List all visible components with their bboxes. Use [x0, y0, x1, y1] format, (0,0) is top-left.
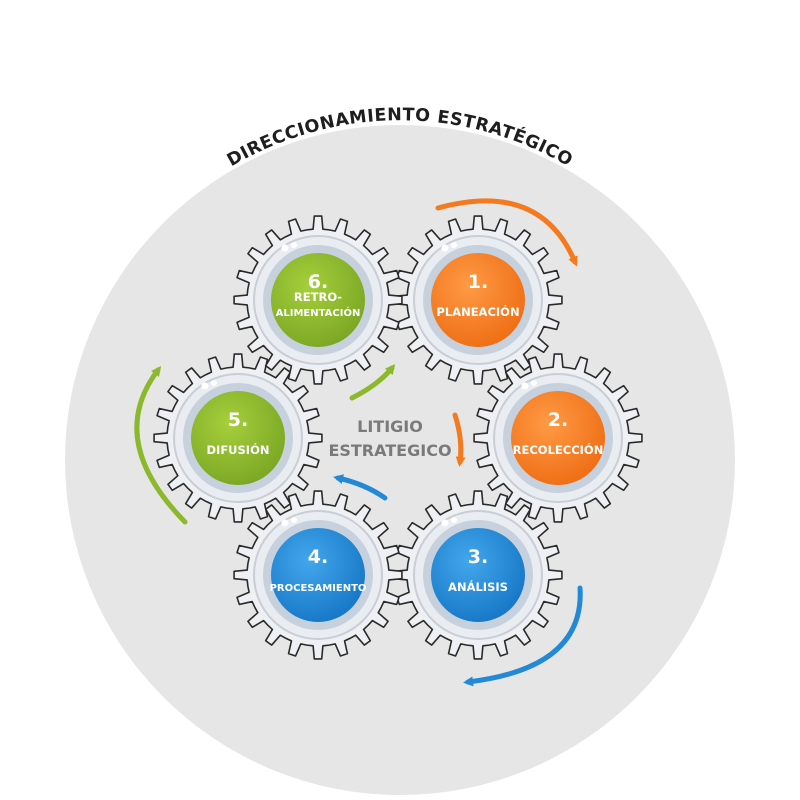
background-circle	[65, 125, 735, 795]
center-label-line1: LITIGIO	[357, 417, 423, 436]
step-disc-orange	[511, 391, 605, 485]
step-disc-green	[271, 253, 365, 347]
gear-shine-dot	[441, 244, 449, 252]
arrow-blue-middle	[333, 474, 388, 501]
step-number: 1.	[468, 271, 488, 293]
gear-shine-dot	[451, 242, 457, 248]
gear-shine-dot	[281, 244, 289, 252]
gear-step-2: 2. RECOLECCIÓN	[473, 353, 643, 523]
arrow-orange-middle	[452, 412, 466, 467]
step-label: DIFUSIÓN	[207, 442, 270, 457]
step-disc-blue	[431, 528, 525, 622]
gear-shine-dot	[451, 517, 457, 523]
step-number: 2.	[548, 409, 568, 431]
gear-shine-dot	[441, 519, 449, 527]
step-label: RETRO-	[294, 290, 342, 304]
step-number: 3.	[468, 546, 488, 568]
step-label: PLANEACIÓN	[436, 304, 519, 319]
gear-step-4: 4. PROCESAMIENTO	[233, 490, 403, 660]
gear-step-6: 6.RETRO- ALIMENTACIÓN	[233, 215, 403, 385]
gear-step-3: 3. ANÁLISIS	[393, 490, 563, 660]
center-label-line2: ESTRATEGICO	[328, 441, 451, 460]
gear-step-1: 1. PLANEACIÓN	[393, 215, 563, 385]
gear-shine-dot	[211, 380, 217, 386]
step-number: 5.	[228, 409, 248, 431]
gear-shine-dot	[291, 517, 297, 523]
step-label: ANÁLISIS	[448, 579, 508, 594]
step-number: 6.	[308, 271, 328, 293]
gear-step-5: 5. DIFUSIÓN	[153, 353, 323, 523]
step-disc-blue	[271, 528, 365, 622]
step-label: ALIMENTACIÓN	[276, 306, 361, 319]
step-label: PROCESAMIENTO	[270, 583, 367, 594]
step-disc-green	[191, 391, 285, 485]
arrow-orange-top	[435, 198, 578, 267]
gears-group: 1. PLANEACIÓN 2. RECOLECCIÓN 3. ANÁLISIS 4. PRO…	[153, 215, 643, 660]
arrow-green-left	[134, 366, 188, 525]
gear-shine-dot	[291, 242, 297, 248]
gear-shine-dot	[201, 382, 209, 390]
arrow-green-middle	[349, 364, 396, 401]
gear-shine-dot	[521, 382, 529, 390]
arrow-blue-bottom	[463, 585, 583, 687]
step-disc-orange	[431, 253, 525, 347]
step-number: 4.	[308, 546, 328, 568]
step-label: RECOLECCIÓN	[513, 442, 604, 457]
gear-shine-dot	[531, 380, 537, 386]
gear-shine-dot	[281, 519, 289, 527]
